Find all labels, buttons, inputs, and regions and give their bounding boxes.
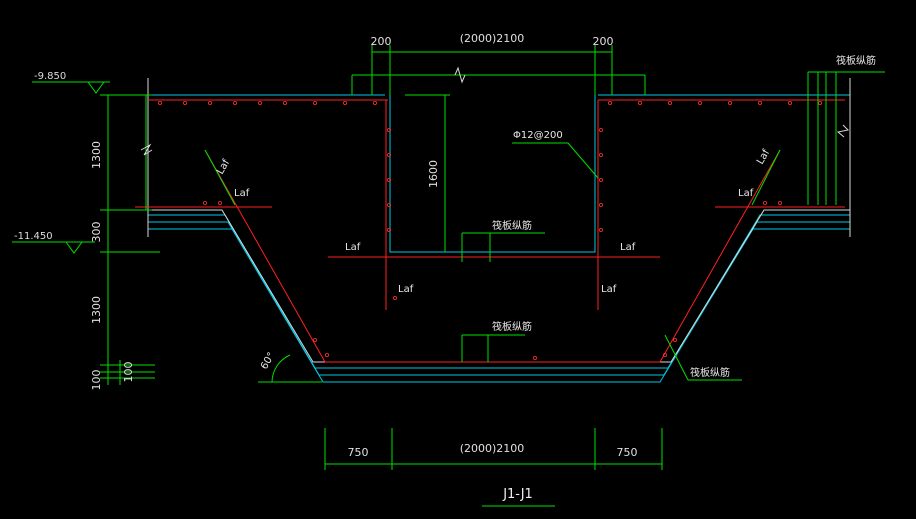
annotation-texts: Φ12@200 Laf Laf Laf Laf Laf Laf Laf Laf … (215, 54, 876, 502)
dim-pit-depth: 1600 (427, 160, 440, 188)
dimension-texts: 200 (2000)2100 200 750 (2000)2100 750 13… (90, 32, 638, 459)
dim-bottom-mid: (2000)2100 (460, 442, 525, 455)
dim-left-100b: 100 (122, 362, 135, 383)
laf-label-right-upper: Laf (738, 188, 754, 199)
laf-label-wall-left: Laf (398, 284, 414, 295)
laf-label-center-right: Laf (620, 242, 636, 253)
dimension-lines (12, 45, 885, 507)
dim-bottom-right: 750 (617, 446, 638, 459)
anchor-label-upper: 筏板纵筋 (492, 219, 532, 232)
dim-bottom-left: 750 (348, 446, 369, 459)
elevation-texts: -9.850 -11.450 (14, 71, 66, 242)
anchor-label-lower: 筏板纵筋 (492, 320, 532, 333)
dim-left-1300-bottom: 1300 (90, 296, 103, 324)
elevation-upper: -9.850 (34, 71, 66, 82)
dim-left-1300-top: 1300 (90, 141, 103, 169)
dim-left-300: 300 (90, 222, 103, 243)
rebar-spec-label: Φ12@200 (513, 130, 563, 141)
rebar-lines (135, 99, 845, 363)
dim-top-mid: (2000)2100 (460, 32, 525, 45)
angle-label: 60° (259, 351, 277, 372)
dim-top-right: 200 (593, 35, 614, 48)
laf-label-wall-right: Laf (601, 284, 617, 295)
dim-left-100: 100 (90, 370, 103, 391)
laf-label-left-upper: Laf (234, 188, 250, 199)
laf-label-left-slope: Laf (215, 157, 232, 176)
section-title: J1-J1 (502, 487, 533, 502)
elevation-lower: -11.450 (14, 231, 53, 242)
laf-label-center-left: Laf (345, 242, 361, 253)
laf-label-right-slope: Laf (755, 147, 772, 166)
anchor-label-top-right: 筏板纵筋 (836, 54, 876, 67)
rebar-dots (157, 101, 823, 360)
anchor-label-right: 筏板纵筋 (690, 366, 730, 379)
dim-top-left: 200 (371, 35, 392, 48)
